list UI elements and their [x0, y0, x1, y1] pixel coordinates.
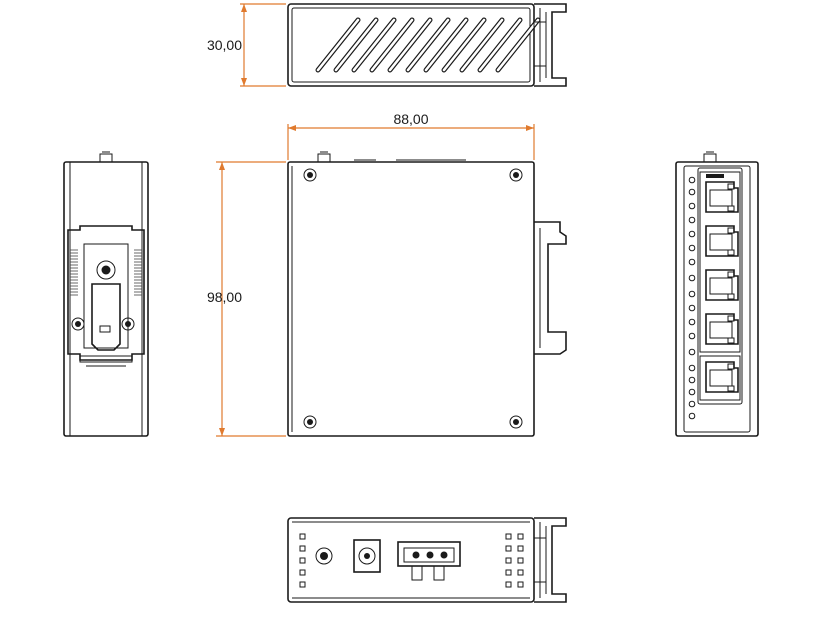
- screw-left-icon: [71, 317, 85, 331]
- din-clip-top: [533, 3, 567, 87]
- status-led: [505, 569, 512, 576]
- screw-top-right-icon: [509, 168, 523, 182]
- led-indicator: [688, 202, 696, 210]
- led-indicator: [688, 188, 696, 196]
- status-led: [505, 545, 512, 552]
- led-indicator: [688, 400, 696, 408]
- width-dimension-label: 88,00: [393, 111, 428, 127]
- rj45-port-3: [705, 269, 739, 301]
- dimension-width: 88,00: [287, 111, 535, 160]
- rj45-port-5: [705, 361, 739, 393]
- led-indicator: [688, 274, 696, 282]
- vent-slot-inner: [388, 18, 432, 72]
- led-column-right: [505, 533, 524, 588]
- led-indicator: [688, 412, 696, 420]
- led-indicator: [688, 230, 696, 238]
- status-led: [517, 557, 524, 564]
- screw-right-icon: [121, 317, 135, 331]
- led-indicators: [688, 176, 696, 420]
- mount-screw-icon: [96, 260, 116, 280]
- dc-power-jack-icon: [353, 539, 381, 573]
- rj45-port-4: [705, 313, 739, 345]
- status-led: [517, 533, 524, 540]
- vent-slot-inner: [496, 18, 540, 72]
- dimension-height: 30,00: [207, 3, 286, 87]
- screw-top-left-icon: [303, 168, 317, 182]
- vent-slot-inner: [424, 18, 468, 72]
- status-led: [517, 545, 524, 552]
- led-indicator: [688, 290, 696, 298]
- bottom-view: [287, 517, 567, 603]
- grip-ridges-right: [134, 249, 142, 296]
- rj45-port-2: [705, 225, 739, 257]
- vent-slot-inner: [370, 18, 414, 72]
- vent-slot-inner: [442, 18, 486, 72]
- top-view: [287, 3, 567, 87]
- led-indicator: [688, 244, 696, 252]
- led-indicator: [688, 216, 696, 224]
- status-led: [299, 569, 306, 576]
- status-led: [299, 533, 306, 540]
- led-indicator: [688, 388, 696, 396]
- vent-slot-inner: [316, 18, 360, 72]
- ventilation-slots: [315, 17, 541, 73]
- terminal-block-icon: [397, 541, 461, 581]
- vent-slot-inner: [334, 18, 378, 72]
- status-led: [505, 581, 512, 588]
- led-indicator: [688, 364, 696, 372]
- status-led: [299, 581, 306, 588]
- grip-ridges-left: [70, 249, 78, 296]
- status-led: [299, 545, 306, 552]
- din-clip-side: [534, 221, 567, 355]
- vent-slot-inner: [478, 18, 522, 72]
- status-led: [299, 557, 306, 564]
- vent-slot-inner: [406, 18, 450, 72]
- vent-slot-inner: [460, 18, 504, 72]
- status-led: [505, 533, 512, 540]
- status-led: [517, 581, 524, 588]
- rj45-port-1: [705, 181, 739, 213]
- status-led: [517, 569, 524, 576]
- rear-view: [63, 151, 149, 437]
- console-port-icon: [315, 547, 333, 565]
- led-indicator: [688, 318, 696, 326]
- led-indicator: [688, 332, 696, 340]
- led-indicator: [688, 304, 696, 312]
- vent-slot-inner: [352, 18, 396, 72]
- led-indicator: [688, 348, 696, 356]
- side-view: [287, 151, 567, 437]
- led-indicator: [688, 176, 696, 184]
- led-indicator: [688, 376, 696, 384]
- height-dimension-label: 30,00: [207, 37, 242, 53]
- depth-dimension-label: 98,00: [207, 289, 242, 305]
- port-view: [675, 151, 759, 437]
- screw-bottom-right-icon: [509, 415, 523, 429]
- dimension-depth: 98,00: [207, 161, 286, 437]
- led-column-left: [299, 533, 306, 588]
- screw-bottom-left-icon: [303, 415, 317, 429]
- status-led: [505, 557, 512, 564]
- led-indicator: [688, 258, 696, 266]
- din-clip-bottom: [533, 517, 567, 603]
